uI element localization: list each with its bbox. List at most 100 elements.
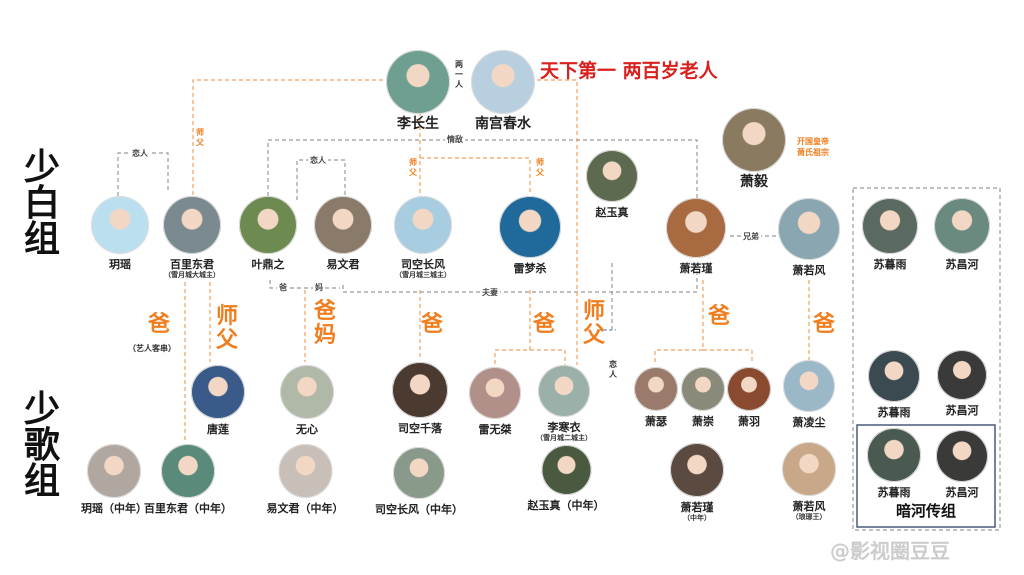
character-su-muyu-3: 苏暮雨 (867, 428, 921, 499)
character-name: 南宫春水 (475, 116, 531, 132)
lovers-label: 恋人 (130, 148, 150, 159)
character-name: 玥瑶 (109, 258, 131, 271)
character-name: 萧若瑾 (680, 501, 714, 514)
character-yi-wenjun-mid: 易文君（中年） (267, 444, 344, 515)
character-su-changhe-3: 苏昌河 (936, 430, 988, 499)
dad-label: 爸 (812, 312, 835, 337)
character-yi-wenjun: 易文君 (314, 196, 372, 271)
character-xiao-yi: 萧毅 (722, 108, 786, 189)
character-zhao-yuzhen-mid: 赵玉真（中年） (528, 445, 605, 512)
character-subtitle: （雪月城三城主） (395, 271, 451, 279)
portrait-avatar (386, 50, 450, 114)
character-name: 无心 (296, 423, 318, 436)
portrait-avatar (499, 196, 561, 258)
character-sikong-qianluo: 司空千落 (392, 362, 448, 435)
portrait-avatar (783, 360, 835, 412)
portrait-avatar (681, 367, 725, 411)
character-name: 萧瑟 (645, 415, 667, 428)
founder-note: 开国皇帝 萧氏祖宗 (797, 136, 829, 158)
lovers-vertical-label: 恋人 (609, 360, 617, 379)
portrait-avatar (471, 50, 535, 114)
cameo-note: （艺人客串） (128, 344, 176, 353)
portrait-avatar (670, 443, 724, 497)
character-xiao-lingchen: 萧凌尘 (783, 360, 835, 429)
character-name: 萧羽 (738, 415, 760, 428)
character-name: 赵玉真（中年） (527, 499, 605, 512)
portrait-avatar (392, 362, 448, 418)
character-name: 苏暮雨 (877, 406, 911, 419)
character-name: 易文君（中年） (266, 502, 344, 515)
character-xiao-se: 萧瑟 (634, 367, 678, 428)
character-xiao-ruofeng-wang: 萧若风（琅琊王） (782, 442, 836, 522)
portrait-avatar (937, 350, 987, 400)
character-sikong-changfeng-mid: 司空长风（中年） (375, 447, 463, 516)
character-name: 百里东君 (170, 258, 214, 271)
master-small-label: 师父 (196, 128, 204, 147)
character-name: 萧凌尘 (792, 416, 826, 429)
character-su-muyu-1: 苏暮雨 (862, 198, 918, 271)
portrait-avatar (538, 365, 590, 417)
watermark: @影视圈豆豆 (830, 539, 950, 563)
portrait-avatar (191, 365, 245, 419)
character-name: 司空长风（中年） (375, 503, 463, 516)
character-name: 百里东君（中年） (144, 502, 232, 515)
portrait-avatar (393, 447, 445, 499)
character-li-hanyi: 李寒衣（雪月城二城主） (536, 365, 592, 443)
master-label: 师父 (215, 304, 238, 353)
portrait-avatar (727, 367, 771, 411)
character-subtitle: （中年） (683, 514, 711, 522)
character-lei-mengsha: 雷梦杀 (499, 196, 561, 275)
mom-small-label: 妈 (313, 282, 325, 293)
character-li-changsheng: 李长生 (386, 50, 450, 131)
portrait-avatar (394, 196, 452, 254)
same-person-label: 两一人 (455, 60, 463, 89)
group-label-shaobai: 少白组 (23, 147, 60, 260)
character-name: 苏暮雨 (877, 486, 911, 499)
brothers-label: 兄弟 (741, 231, 761, 242)
portrait-avatar (862, 198, 918, 254)
character-name: 萧若风 (792, 264, 826, 277)
character-xiao-ruojin-mid: 萧若瑾（中年） (670, 443, 724, 523)
character-su-muyu-2: 苏暮雨 (868, 350, 920, 419)
character-zhao-yuzhen: 赵玉真 (586, 150, 638, 219)
portrait-avatar (541, 445, 591, 495)
portrait-avatar (87, 444, 141, 498)
founder-note-line: 萧氏祖宗 (797, 148, 829, 157)
rivals-label: 情敌 (445, 134, 465, 145)
character-su-changhe-2: 苏昌河 (937, 350, 987, 417)
dad-label: 爸 (707, 304, 730, 329)
character-name: 萧若风 (792, 500, 826, 513)
portrait-avatar (722, 108, 786, 172)
character-xiao-yu: 萧羽 (727, 367, 771, 428)
character-xiao-ruofeng: 萧若风 (778, 198, 840, 277)
character-name: 叶鼎之 (251, 258, 285, 271)
dad-label: 爸 (532, 312, 555, 337)
character-tang-lian: 唐莲 (191, 365, 245, 436)
character-baili-dongjun-mid: 百里东君（中年） (144, 444, 232, 515)
character-nangong-chunshui: 南宫春水 (471, 50, 535, 131)
dad-small-label: 爸 (277, 282, 289, 293)
spouses-label: 夫妻 (480, 287, 500, 298)
character-name: 司空长风 (401, 258, 445, 271)
portrait-avatar (278, 444, 332, 498)
character-su-changhe-1: 苏昌河 (934, 198, 990, 271)
portrait-avatar (867, 428, 921, 482)
character-name: 萧毅 (740, 174, 768, 190)
character-name: 司空千落 (398, 422, 442, 435)
portrait-avatar (239, 196, 297, 254)
character-subtitle: （雪月城二城主） (536, 434, 592, 442)
character-sikong-changfeng: 司空长风（雪月城三城主） (394, 196, 452, 280)
portrait-avatar (280, 365, 334, 419)
dad-label: 爸 (420, 312, 443, 337)
character-name: 玥瑶（中年） (81, 502, 147, 515)
character-xiao-chong: 萧崇 (681, 367, 725, 428)
master-small-label: 师父 (536, 158, 544, 177)
portrait-avatar (469, 367, 521, 419)
character-name: 萧若瑾 (679, 262, 713, 275)
character-name: 李寒衣 (547, 421, 581, 434)
portrait-avatar (161, 444, 215, 498)
character-name: 赵玉真 (595, 206, 629, 219)
portrait-avatar (782, 442, 836, 496)
dad-label: 爸 (147, 312, 170, 337)
master-label: 师父 (582, 299, 605, 348)
